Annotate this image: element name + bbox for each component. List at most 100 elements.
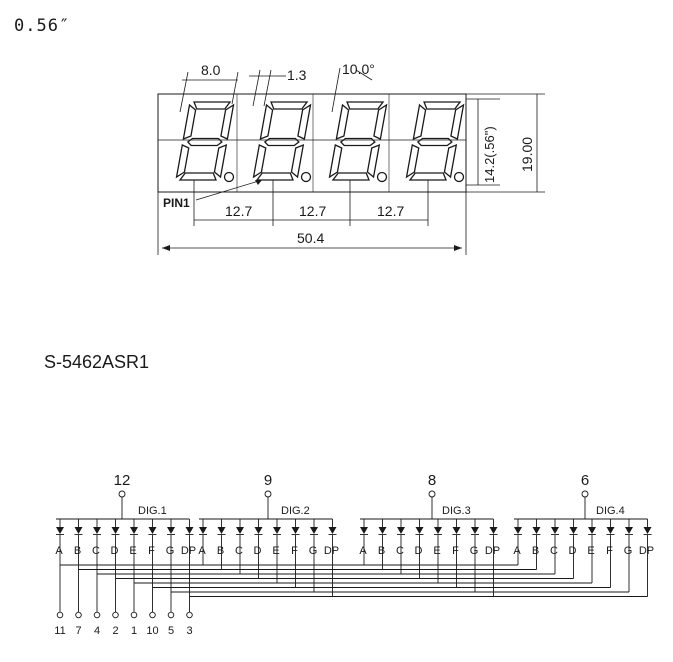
segment-pin-number: 5 — [168, 625, 174, 637]
segment-outline — [182, 103, 197, 141]
digit-4 — [405, 101, 465, 183]
diode-symbol — [606, 527, 615, 534]
segment-letter: B — [74, 545, 81, 557]
diode-symbol — [360, 527, 368, 534]
diode-symbol — [74, 527, 83, 534]
digit-pin-number: 12 — [114, 472, 131, 489]
diode-symbol — [643, 527, 652, 534]
diode-symbol — [588, 527, 596, 534]
segment-pin-number: 10 — [146, 625, 158, 637]
segment-letter: G — [166, 545, 175, 557]
segment-letter: C — [396, 545, 404, 557]
diode-symbol — [471, 527, 479, 534]
segment-outline — [346, 101, 385, 110]
segment-outline — [175, 144, 190, 179]
digit-height-dim: 14.2(.56") — [482, 126, 497, 183]
diode-symbol — [569, 527, 578, 534]
segment-letter: D — [111, 545, 119, 557]
segment-outline — [339, 137, 376, 147]
diode-symbol — [111, 527, 120, 534]
segment-pin-pad — [149, 611, 156, 619]
segment-letter: DP — [324, 545, 339, 557]
segment-pin-pad — [112, 611, 119, 619]
segment-outline — [423, 101, 462, 110]
segment-outline — [297, 103, 312, 140]
segment-letter: B — [378, 545, 385, 557]
diode-symbol — [130, 527, 138, 534]
diode-symbol — [378, 527, 387, 534]
diode-symbol — [199, 527, 207, 534]
diode-symbol — [452, 527, 461, 534]
slant-angle-dim: 10.0° — [342, 61, 375, 77]
segment-letter: C — [92, 545, 100, 557]
display-body-outline — [157, 93, 467, 193]
segment-letter: G — [624, 545, 633, 557]
pitch-dim-2: 12.7 — [299, 203, 326, 219]
body-height-dim: 19.00 — [519, 137, 535, 172]
segment-outline — [263, 137, 300, 147]
diode-symbol — [625, 527, 633, 534]
segment-letter: F — [148, 545, 155, 557]
segment-pin-number: 1 — [131, 625, 137, 637]
segment-pin-pad — [93, 611, 101, 619]
digit-3 — [328, 101, 388, 183]
segment-outline — [270, 101, 309, 110]
digit-pin-pad — [428, 490, 436, 498]
dimension-lines — [157, 67, 545, 255]
segment-letter: D — [254, 545, 262, 557]
wires — [56, 490, 652, 619]
segment-letter: E — [433, 545, 440, 557]
segment-letter: G — [470, 545, 479, 557]
digit-label: DIG.1 — [138, 505, 167, 517]
decimal-point — [223, 171, 235, 183]
segment-outline — [335, 103, 350, 141]
digit-pin-number: 8 — [428, 472, 436, 489]
diode-symbol — [310, 527, 318, 534]
digit-label: DIG.2 — [281, 505, 310, 517]
segment-letter: F — [606, 545, 613, 557]
segment-outline — [193, 101, 232, 110]
segment-pin-pad — [56, 611, 64, 619]
decimal-point — [300, 171, 312, 183]
display-size-label: 0.56″ — [14, 16, 71, 36]
segment-outline — [290, 143, 305, 179]
segment-outline — [220, 103, 235, 140]
diode-symbol — [93, 527, 101, 534]
segment-outline — [366, 143, 381, 179]
diode-symbol — [185, 527, 194, 534]
segment-letter: B — [532, 545, 539, 557]
segment-outline — [443, 143, 458, 179]
segment-pin-number: 2 — [112, 625, 118, 637]
segment-pin-pad — [186, 611, 193, 619]
diode-symbol — [551, 527, 559, 534]
diode-symbol — [167, 527, 175, 534]
model-number: S-5462ASR1 — [44, 352, 150, 372]
diode-symbol — [236, 527, 244, 534]
segment-pin-number: 11 — [54, 625, 65, 637]
digit-2 — [252, 101, 312, 183]
digit-label: DIG.3 — [442, 505, 471, 517]
diode-symbol — [273, 527, 281, 534]
segment-outline — [412, 103, 427, 141]
segment-letter: E — [272, 545, 279, 557]
diode-symbol — [514, 527, 522, 534]
segment-letter: F — [291, 545, 298, 557]
segment-letter: B — [217, 545, 224, 557]
diode-symbol — [532, 527, 541, 534]
diode-symbol — [291, 527, 300, 534]
segment-outline — [259, 103, 274, 141]
segment-letter: E — [587, 545, 594, 557]
pin1-label: PIN1 — [163, 196, 190, 210]
segment-outline — [408, 172, 447, 181]
decimal-point — [453, 171, 465, 183]
digit-pin-pad — [264, 490, 272, 498]
segment-pin-number: 7 — [75, 625, 81, 637]
segment-letter: A — [198, 545, 206, 557]
dimension-arrows — [162, 180, 462, 251]
diode-symbol — [328, 527, 337, 534]
diode-symbol — [148, 527, 157, 534]
segment-letter: C — [550, 545, 558, 557]
segment-letter: E — [129, 545, 136, 557]
segment-letter: G — [309, 545, 318, 557]
